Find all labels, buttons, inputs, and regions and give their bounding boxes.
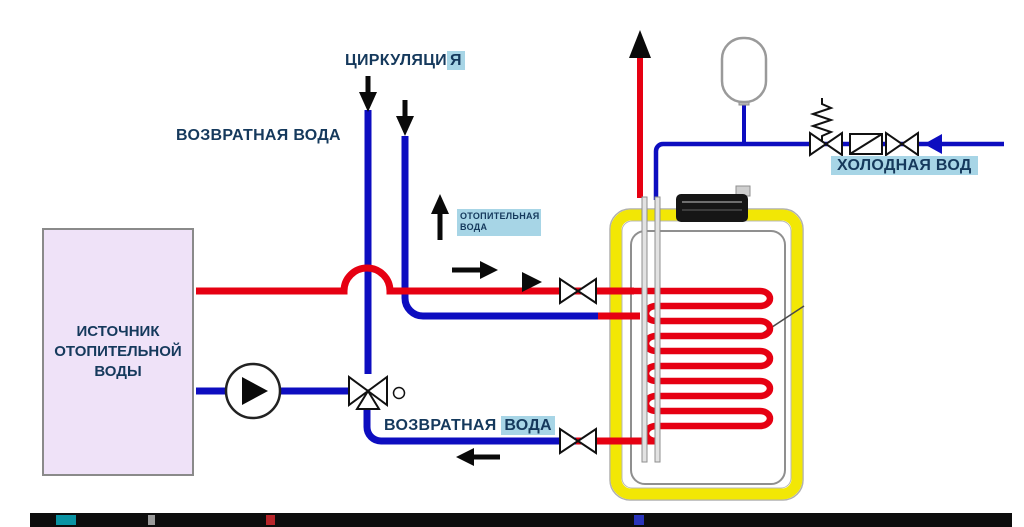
heating-source-box: ИСТОЧНИК ОТОПИТЕЛЬНОЙ ВОДЫ	[42, 228, 194, 476]
valve-wedge	[576, 277, 597, 305]
safety-valve-wedge	[824, 131, 843, 157]
pipe-cold-water	[653, 141, 1004, 200]
tank-dip-tubes	[641, 196, 661, 463]
cap-body	[676, 194, 748, 222]
valve-left-wedge	[348, 375, 370, 407]
vessel-body	[720, 36, 768, 104]
flow-direction-arrows	[359, 30, 651, 466]
dip-tube-left	[641, 196, 648, 463]
label-return-mid-text: ВОЗВРАТНАЯ	[384, 417, 502, 434]
cold-water-inlet-arrow	[924, 134, 942, 154]
label-circulation-text: ЦИРКУЛЯЦИ	[345, 52, 447, 69]
strip-fleck	[266, 515, 275, 525]
circulation-down-arrow	[359, 92, 377, 112]
strainer-diagonal	[849, 133, 883, 155]
supply-flow-triangle	[522, 272, 542, 292]
three-way-mixing-valve	[348, 375, 406, 410]
label-cold-water-text: ХОЛОДНАЯ ВОД	[831, 156, 978, 175]
valve-wedge	[576, 427, 597, 455]
label-cold-water: ХОЛОДНАЯ ВОД	[831, 156, 978, 175]
cold-valve-wedge	[900, 131, 919, 157]
circulation-down-arrow	[396, 116, 414, 136]
label-circulation-highlight: Я	[446, 51, 465, 70]
tank-vessel	[630, 230, 786, 485]
pipe-circulation-right	[401, 136, 600, 320]
storage-tank	[609, 208, 804, 501]
tank-flange-cap	[676, 185, 751, 222]
label-return-mid-highlight: ВОДА	[501, 416, 555, 435]
strip-fleck	[634, 515, 644, 525]
valve-wedge	[559, 277, 580, 305]
shutoff-valve-return	[559, 427, 597, 455]
heating-source-label: ИСТОЧНИК ОТОПИТЕЛЬНОЙ ВОДЫ	[54, 322, 182, 381]
label-return-water-mid: ВОЗВРАТНАЯ ВОДА	[384, 416, 555, 435]
expansion-vessel	[720, 36, 768, 106]
label-heating-water: ОТОПИТЕЛЬНАЯ ВОДА	[457, 209, 541, 236]
shutoff-valve-hot-supply	[559, 277, 597, 305]
cold-water-fittings	[809, 98, 942, 157]
cold-valve-wedge	[885, 131, 904, 157]
strip-fleck	[148, 515, 155, 525]
safety-valve-spring-icon	[809, 98, 835, 142]
heating-water-up-arrow	[431, 194, 449, 214]
strip-fleck	[56, 515, 76, 525]
label-return-water-top: ВОЗВРАТНАЯ ВОДА	[176, 127, 341, 144]
dip-tube-right	[654, 196, 661, 463]
valve-wedge	[559, 427, 580, 455]
heating-water-right-arrow	[480, 261, 498, 279]
valve-bottom-wedge	[355, 389, 381, 410]
circulation-pump	[224, 362, 282, 420]
valve-actuator-knob	[392, 386, 406, 400]
return-left-arrow	[456, 448, 474, 466]
hot-water-up-arrow	[629, 30, 651, 58]
heating-coil	[632, 287, 774, 445]
valve-right-wedge	[366, 375, 388, 407]
pipe-hot-supply	[196, 264, 634, 295]
bottom-strip	[30, 513, 1012, 527]
safety-valve-wedge	[809, 131, 828, 157]
pump-rotor-icon	[242, 377, 268, 405]
pipe-return-bottom	[363, 406, 578, 445]
